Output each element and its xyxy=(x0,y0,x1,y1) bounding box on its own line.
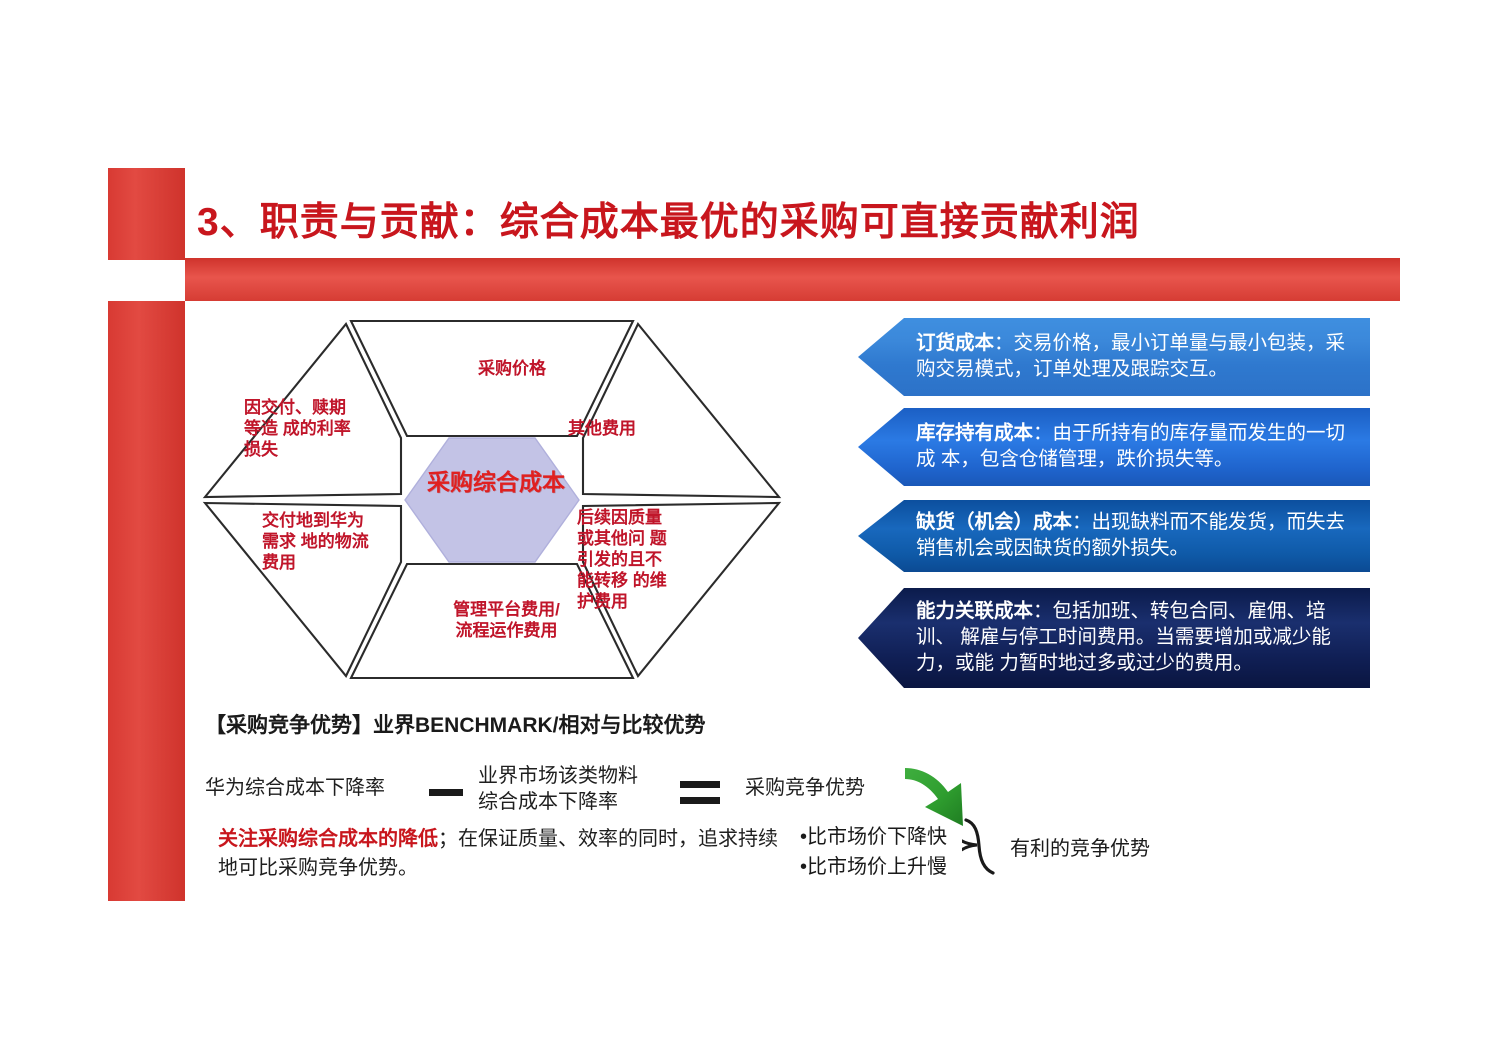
formula-term-result: 采购竞争优势 xyxy=(745,777,865,799)
callout-title: 能力关联成本 xyxy=(916,600,1034,623)
hex-segment-upper-left xyxy=(202,322,403,499)
hex-core-shape xyxy=(404,437,580,563)
advantage-label: 有利的竞争优势 xyxy=(1010,838,1150,860)
curly-brace-icon xyxy=(951,818,996,876)
formula-equals-operator xyxy=(680,781,720,805)
hex-segment-top xyxy=(349,319,635,438)
hex-label-other-fees: 其他费用 xyxy=(568,419,636,438)
advantage-bullet-list: •比市场价下降快 •比市场价上升慢 xyxy=(800,822,947,883)
list-item: •比市场价上升慢 xyxy=(800,856,948,879)
callout-colon: ： xyxy=(1072,511,1092,534)
formula-term-industry-cost-reduction: 业界市场该类物料 综合成本下降率 xyxy=(478,765,638,814)
callout-text: 能力关联成本：包括加班、转包合同、雇佣、培训、 解雇与停工时间费用。当需要增加或… xyxy=(916,599,1348,677)
callout-text: 库存持有成本：由于所持有的库存量而发生的一切成 本，包含仓储管理，跌价损失等。 xyxy=(916,421,1348,473)
callout-title: 库存持有成本 xyxy=(916,422,1034,445)
callout-body: 由于所持有的库存量而发生的一切成 本，包含仓储管理，跌价损失等。 xyxy=(916,422,1346,470)
callout-inventory-holding-cost: 库存持有成本：由于所持有的库存量而发生的一切成 本，包含仓储管理，跌价损失等。 xyxy=(858,408,1370,486)
callout-title: 缺货（机会）成本 xyxy=(916,511,1073,534)
callout-text: 订货成本：交易价格，最小订单量与最小包装，采购交易模式，订单处理及跟踪交互。 xyxy=(916,331,1348,383)
formula-minus-operator xyxy=(429,789,463,796)
red-accent-block-top-left xyxy=(108,168,185,260)
formula-term-huawei-cost-reduction: 华为综合成本下降率 xyxy=(205,777,385,799)
callout-text: 缺货（机会）成本：出现缺料而不能发货，而失去 销售机会或因缺货的额外损失。 xyxy=(916,510,1348,562)
callout-body: 交易价格，最小订单量与最小包装，采购交易模式，订单处理及跟踪交互。 xyxy=(916,332,1346,380)
hex-label-quality-maintenance: 后续因质量 或其他问 题 引发的且不 能转移 的维 护费用 xyxy=(577,508,667,612)
hex-segment-upper-right xyxy=(581,322,782,499)
green-down-arrow-icon xyxy=(903,766,981,832)
purchase-cost-hexagon-diagram: 采购价格 其他费用 后续因质量 或其他问 题 引发的且不 能转移 的维 护费用 … xyxy=(196,312,788,687)
callout-title: 订货成本 xyxy=(916,332,995,355)
hex-core-label: 采购综合成本 xyxy=(427,469,565,495)
hex-label-platform-process: 管理平台费用/ 流程运作费用 xyxy=(453,600,560,641)
conclusion-rest: ；在保证质量、效率的同时，追求持续地可比采购竞争优势。 xyxy=(218,828,778,879)
hex-segment-bottom xyxy=(349,562,635,680)
callout-colon: ： xyxy=(1033,600,1053,623)
callout-body: 出现缺料而不能发货，而失去 销售机会或因缺货的额外损失。 xyxy=(916,511,1346,559)
benchmark-heading: 【采购竞争优势】业界BENCHMARK/相对与比较优势 xyxy=(205,714,706,737)
conclusion-emphasis: 关注采购综合成本的降低 xyxy=(218,828,438,850)
red-accent-bar-horizontal xyxy=(185,258,1400,301)
page-title: 3、职责与贡献：综合成本最优的采购可直接贡献利润 xyxy=(197,201,1140,244)
callout-colon: ： xyxy=(994,332,1014,355)
conclusion-text: 关注采购综合成本的降低；在保证质量、效率的同时，追求持续地可比采购竞争优势。 xyxy=(218,825,778,883)
hex-label-logistics: 交付地到华为 需求 地的物流 费用 xyxy=(262,511,369,573)
list-item: •比市场价下降快 xyxy=(800,826,948,848)
callout-ordering-cost: 订货成本：交易价格，最小订单量与最小包装，采购交易模式，订单处理及跟踪交互。 xyxy=(858,318,1370,396)
hex-label-interest-loss: 因交付、赎期 等造 成的利率 损失 xyxy=(244,398,351,460)
callout-capacity-related-cost: 能力关联成本：包括加班、转包合同、雇佣、培训、 解雇与停工时间费用。当需要增加或… xyxy=(858,588,1370,688)
competitive-advantage-formula: 华为综合成本下降率 业界市场该类物料 综合成本下降率 采购竞争优势 xyxy=(205,763,895,825)
hex-label-purchase-price: 采购价格 xyxy=(478,359,546,378)
hex-segment-lower-right xyxy=(581,501,782,678)
red-accent-bar-vertical xyxy=(108,301,185,901)
hex-segment-lower-left xyxy=(202,501,403,678)
callout-colon: ： xyxy=(1033,422,1053,445)
callout-stockout-opportunity-cost: 缺货（机会）成本：出现缺料而不能发货，而失去 销售机会或因缺货的额外损失。 xyxy=(858,500,1370,572)
callout-body: 包括加班、转包合同、雇佣、培训、 解雇与停工时间费用。当需要增加或减少能力，或能… xyxy=(916,600,1331,674)
